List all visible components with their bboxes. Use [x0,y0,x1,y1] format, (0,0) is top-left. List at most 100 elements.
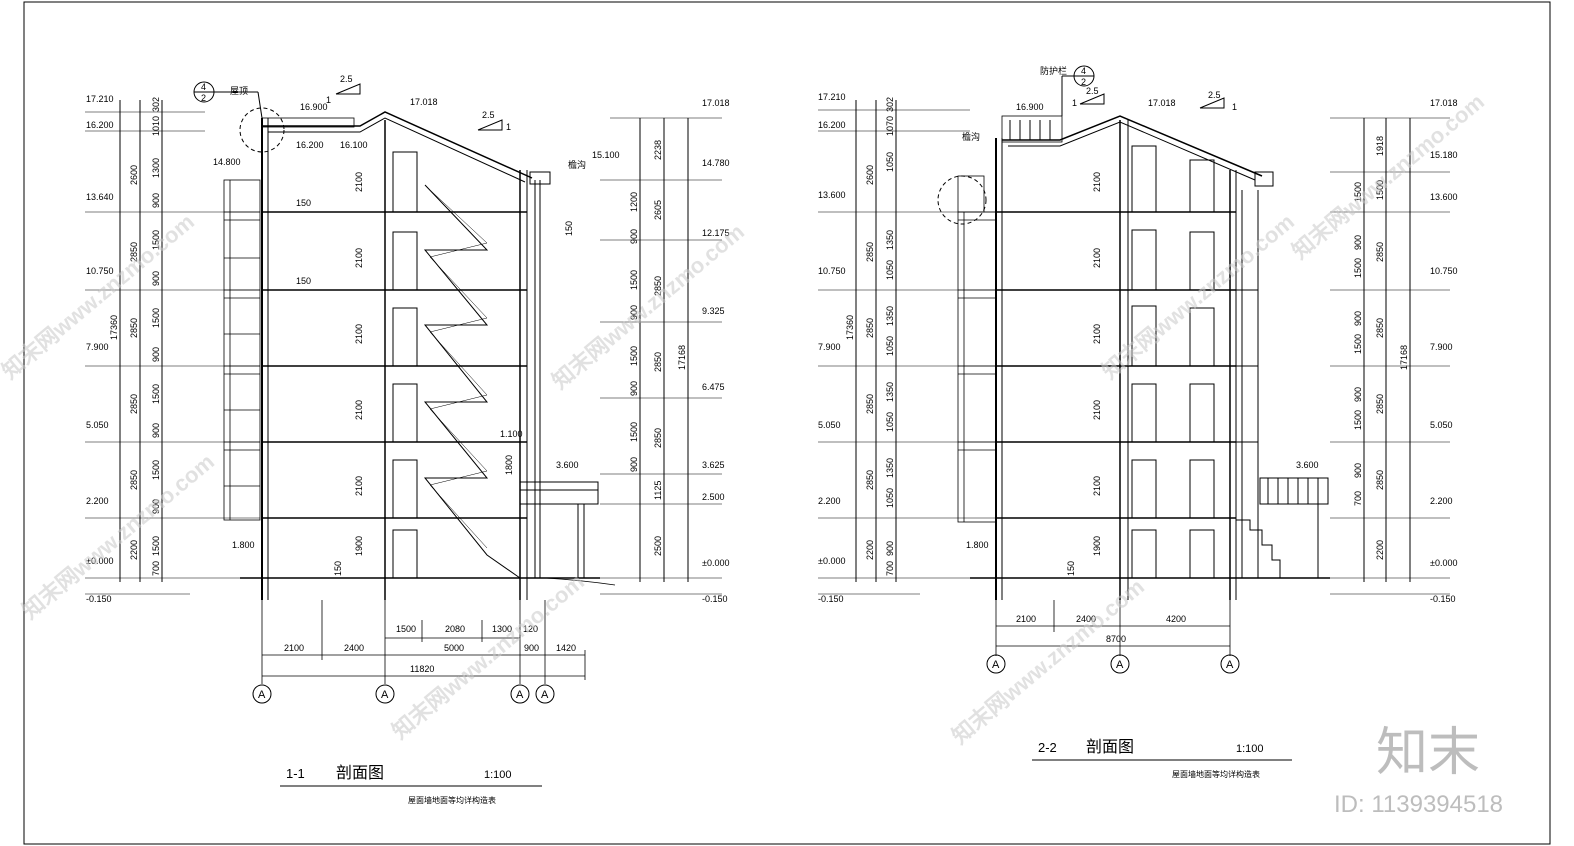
slope-triangle [335,83,361,95]
level-guides-right [600,117,722,595]
level-mark: 14.800 [213,157,241,167]
dim-text: 1300 [151,158,161,178]
brand-logo: 知末 [1376,724,1480,782]
level-mark: ±0.000 [1430,558,1457,568]
slope-text: 1 [506,122,511,132]
level-mark: 5.050 [1430,420,1453,430]
level-mark: 3.600 [1296,460,1319,470]
slope-text: 1 [1232,102,1237,112]
dim-text: 1900 [1092,536,1102,556]
level-mark: 7.900 [1430,342,1453,352]
dim-text: 150 [564,221,574,236]
slope-text: 2.5 [482,110,495,120]
dim-text: 900 [1353,235,1363,250]
dim-text: 700 [1353,491,1363,506]
watermark-text: 知末网www.znzmo.com [387,569,589,744]
level-mark: -0.150 [702,594,728,604]
axis-label: A [541,689,549,701]
level-mark: 10.750 [1430,266,1458,276]
note-label: 防护栏 [1040,65,1067,76]
level-mark: 16.100 [340,140,368,150]
axis-label: A [1226,659,1234,671]
level-mark: -0.150 [86,594,112,604]
dim-text: 2200 [1375,540,1385,560]
dim-text: 2080 [445,624,465,634]
dim-text: 900 [885,541,895,556]
dim-text: 2600 [129,165,139,185]
dim-text: 1070 [885,116,895,136]
level-mark: 15.100 [592,150,620,160]
dim-text: 2850 [129,242,139,262]
dim-text: 1350 [885,382,895,402]
dim-text: 1500 [396,624,416,634]
sheet-border [23,1,1551,845]
dim-text: 1918 [1375,136,1385,156]
section-2-2: 17.210 16.200 13.600 10.750 7.900 5.050 … [818,65,1458,779]
floor-dims-2: 2100 2100 2100 2100 2100 1900 [1092,172,1102,556]
level-mark: ±0.000 [86,556,113,566]
dim-text: 2850 [1375,242,1385,262]
dim-text: 2100 [1092,324,1102,344]
dim-text: 2100 [1016,614,1036,624]
axis-label: A [381,689,389,701]
axis-label: A [258,689,266,701]
section-1-1: 17.210 16.200 14.800 13.640 10.750 7.900… [85,74,730,805]
dim-text: 17360 [109,315,119,340]
dim-text: 1900 [354,536,364,556]
level-mark: 17.018 [1430,98,1458,108]
callout-number: 4 [201,82,206,92]
dim-text: 2850 [1375,318,1385,338]
dim-text: 900 [629,305,639,320]
dim-text: 302 [151,97,161,112]
section-title-1: 1-1 剖面图 1:100 屋面墙地面等均详构造表 [280,764,542,805]
dims-right: 17168 2238 2605 2850 2850 2850 1125 2500… [629,140,687,556]
dim-text: 900 [629,381,639,396]
dim-text: 1.100 [500,429,523,439]
dim-text: 2600 [865,165,875,185]
dim-text: 2500 [653,536,663,556]
bottom-dims-2 [995,600,1231,656]
dim-text: 2100 [354,324,364,344]
level-mark: 2.200 [818,496,841,506]
dim-text: 1500 [151,308,161,328]
detail-callout-circle [239,107,285,153]
section-name: 剖面图 [1086,738,1134,756]
detail-index-symbol: 4 2 [193,81,263,119]
dim-text: 120 [523,624,538,634]
level-mark: 14.780 [702,158,730,168]
level-mark: 16.200 [818,120,846,130]
dim-text: 2100 [354,248,364,268]
dim-text: 1500 [1375,180,1385,200]
dim-text: 1050 [885,260,895,280]
level-mark: 13.600 [1430,192,1458,202]
level-markers-right-2: 17.018 15.180 13.600 10.750 7.900 5.050 … [1430,98,1458,604]
slope-text: 2.5 [340,74,353,84]
slope-triangle [1199,97,1225,109]
slope-triangle [477,119,503,131]
section-name: 剖面图 [336,764,384,782]
level-mark: 10.750 [86,266,114,276]
balcony-stack-left [223,179,261,521]
section-scale: 1:100 [484,769,512,781]
section-scale: 1:100 [1236,743,1264,755]
level-mark: 10.750 [818,266,846,276]
dim-text: 150 [296,198,311,208]
watermark-text: 知末网www.znzmo.com [17,449,219,624]
level-mark: 15.180 [1430,150,1458,160]
axis-bubbles-2: A A A [986,654,1240,674]
level-mark: 3.625 [702,460,725,470]
dim-text: 900 [1353,387,1363,402]
level-mark: -0.150 [818,594,844,604]
level-mark: 2.200 [86,496,109,506]
callout-sheet: 2 [1081,77,1086,87]
dim-text: 2100 [1092,172,1102,192]
top-labels-1: 16.900 17.018 16.200 16.100 15.100 2.5 2… [296,74,620,160]
callout-sheet: 2 [201,93,206,103]
dim-text: 1500 [151,536,161,556]
axis-label: A [1116,659,1124,671]
level-mark: 5.050 [818,420,841,430]
bottom-dim-text-1: 1500 2080 1300 120 2100 2400 5000 900 14… [284,624,576,674]
dim-text: 2850 [865,394,875,414]
level-mark: 2.200 [1430,496,1453,506]
dim-text: 2100 [1092,248,1102,268]
